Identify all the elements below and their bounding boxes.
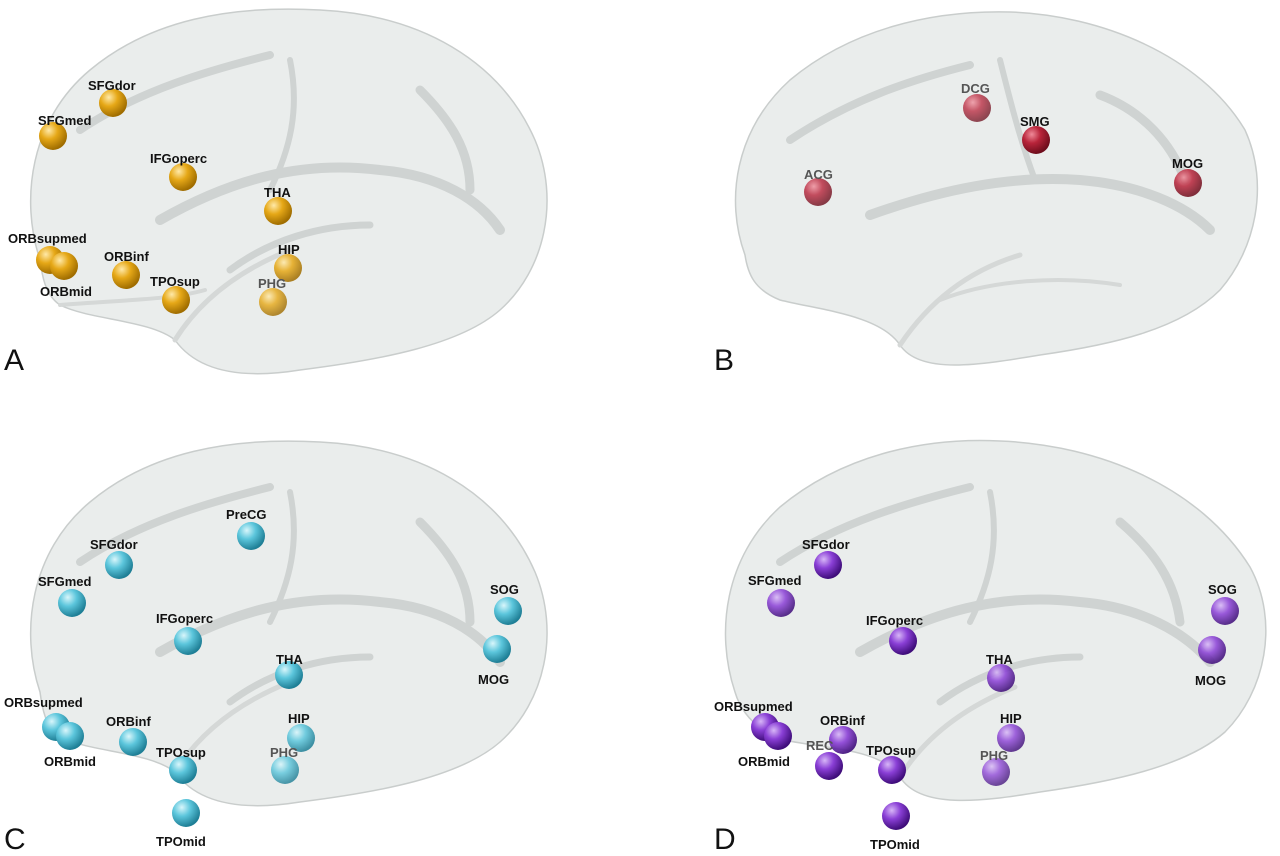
node-label: SFGmed: [38, 113, 92, 128]
node-rec: REC: [806, 738, 843, 780]
node-ifgoperc: IFGoperc: [156, 611, 213, 655]
node-hip: HIP: [287, 711, 315, 752]
node-label: ORBsupmed: [4, 695, 83, 710]
node-sog: SOG: [490, 582, 522, 625]
node-orbsupmed: ORBsupmed: [4, 695, 83, 741]
node-label: IFGoperc: [866, 613, 923, 628]
node-ifgoperc: IFGoperc: [866, 613, 923, 655]
brain-surface: [29, 8, 548, 375]
node-label: THA: [276, 652, 303, 667]
node-label: MOG: [1172, 156, 1203, 171]
panel-c: PreCG SFGdor SFGmed SOG IFGoperc MOG THA…: [0, 427, 640, 856]
panel-letter: A: [4, 344, 25, 377]
node-dcg: DCG: [961, 81, 991, 122]
node-tha: THA: [264, 185, 292, 225]
brain-surface: [724, 439, 1267, 802]
node-tpomid: TPOmid: [156, 799, 206, 849]
node-label: SOG: [1208, 582, 1237, 597]
node-tpomid: TPOmid: [870, 802, 920, 852]
panel-d: SFGdor SFGmed SOG IFGoperc MOG THA ORBsu…: [640, 427, 1280, 856]
panel-letter: D: [714, 823, 736, 856]
node-phg: PHG: [270, 745, 299, 784]
brain-diagram-a: SFGdor SFGmed IFGoperc THA ORBsupmed ORB…: [8, 8, 548, 375]
node-label: SMG: [1020, 114, 1050, 129]
brain-surface: [734, 11, 1259, 366]
node-label: HIP: [1000, 711, 1022, 726]
node-label: DCG: [961, 81, 990, 96]
node-mog: MOG: [1195, 636, 1226, 688]
panel-b: DCG SMG ACG MOG B: [640, 0, 1280, 427]
node-label: PreCG: [226, 507, 266, 522]
node-mog: MOG: [478, 635, 511, 687]
node-label: IFGoperc: [150, 151, 207, 166]
node-orbmid: ORBmid: [738, 722, 792, 769]
node-acg: ACG: [804, 167, 833, 206]
panel-letter: C: [4, 823, 26, 856]
node-tha: THA: [275, 652, 303, 689]
node-sfgdor: SFGdor: [802, 537, 850, 579]
node-label: HIP: [278, 242, 300, 257]
node-sfgdor: SFGdor: [90, 537, 138, 579]
node-hip: HIP: [997, 711, 1025, 752]
node-tposup: TPOsup: [156, 745, 206, 784]
node-sfgmed: SFGmed: [38, 574, 92, 617]
node-orbinf: ORBinf: [104, 249, 149, 289]
brain-diagram-d: SFGdor SFGmed SOG IFGoperc MOG THA ORBsu…: [714, 439, 1267, 852]
node-sfgmed: SFGmed: [38, 113, 92, 150]
node-orbmid: ORBmid: [44, 722, 96, 769]
node-label: ORBmid: [44, 754, 96, 769]
node-sog: SOG: [1208, 582, 1239, 625]
node-phg: PHG: [980, 748, 1010, 786]
node-label: TPOsup: [156, 745, 206, 760]
node-ifgoperc: IFGoperc: [150, 151, 207, 191]
node-tposup: TPOsup: [150, 274, 200, 314]
node-label: SFGmed: [38, 574, 92, 589]
node-orbmid: ORBmid: [40, 252, 92, 299]
node-orbinf: ORBinf: [820, 713, 865, 754]
node-hip: HIP: [274, 242, 302, 282]
node-sfgmed: SFGmed: [748, 573, 802, 617]
node-label: THA: [264, 185, 291, 200]
brain-diagram-b: DCG SMG ACG MOG: [734, 11, 1259, 366]
node-label: SFGdor: [88, 78, 136, 93]
panel-a: SFGdor SFGmed IFGoperc THA ORBsupmed ORB…: [0, 0, 640, 427]
node-label: IFGoperc: [156, 611, 213, 626]
node-smg: SMG: [1020, 114, 1050, 154]
node-precg: PreCG: [226, 507, 266, 550]
node-mog: MOG: [1172, 156, 1203, 197]
brain-diagram-c: PreCG SFGdor SFGmed SOG IFGoperc MOG THA…: [4, 440, 548, 849]
node-label: PHG: [980, 748, 1008, 763]
node-label: SFGmed: [748, 573, 802, 588]
node-sfgdor: SFGdor: [88, 78, 136, 117]
node-label: PHG: [270, 745, 298, 760]
node-label: REC: [806, 738, 834, 753]
node-label: ORBmid: [738, 754, 790, 769]
node-label: THA: [986, 652, 1013, 667]
node-label: SFGdor: [90, 537, 138, 552]
node-label: ORBmid: [40, 284, 92, 299]
node-orbinf: ORBinf: [106, 714, 151, 756]
node-label: ORBinf: [820, 713, 865, 728]
node-label: ACG: [804, 167, 833, 182]
node-label: MOG: [1195, 673, 1226, 688]
node-label: PHG: [258, 276, 286, 291]
node-label: TPOmid: [156, 834, 206, 849]
node-label: ORBsupmed: [8, 231, 87, 246]
node-orbsupmed: ORBsupmed: [714, 699, 793, 741]
node-label: SFGdor: [802, 537, 850, 552]
node-phg: PHG: [258, 276, 287, 316]
node-label: ORBinf: [106, 714, 151, 729]
node-label: MOG: [478, 672, 509, 687]
node-label: TPOmid: [870, 837, 920, 852]
node-label: HIP: [288, 711, 310, 726]
node-label: TPOsup: [150, 274, 200, 289]
node-tha: THA: [986, 652, 1015, 692]
node-label: ORBsupmed: [714, 699, 793, 714]
node-label: TPOsup: [866, 743, 916, 758]
panel-letter: B: [714, 344, 735, 377]
node-label: SOG: [490, 582, 519, 597]
node-tposup: TPOsup: [866, 743, 916, 784]
node-label: ORBinf: [104, 249, 149, 264]
